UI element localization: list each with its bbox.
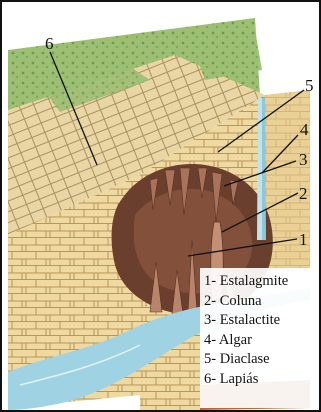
callout-5: 5	[305, 76, 314, 95]
callout-6: 6	[45, 34, 54, 53]
legend-item-diaclase: 5- Diaclase	[204, 350, 321, 370]
callout-3: 3	[299, 150, 308, 169]
legend-item-estalactite: 3- Estalactite	[204, 311, 321, 331]
legend-item-estalagmite: 1- Estalagmite	[204, 272, 321, 292]
legend-item-lapias: 6- Lapiás	[204, 370, 321, 390]
callout-4: 4	[300, 120, 309, 139]
legend: 1- Estalagmite 2- Coluna 3- Estalactite …	[204, 272, 321, 390]
callout-2: 2	[299, 184, 308, 203]
legend-item-algar: 4- Algar	[204, 331, 321, 351]
legend-item-coluna: 2- Coluna	[204, 292, 321, 312]
callout-1: 1	[299, 230, 308, 249]
